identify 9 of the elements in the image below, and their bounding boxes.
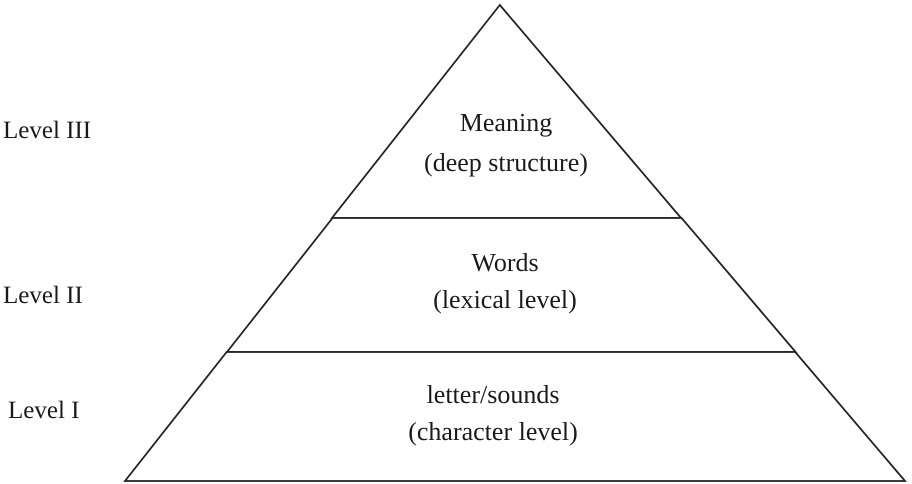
level-label: Level I: [8, 396, 80, 426]
tier-heading: Meaning: [460, 108, 552, 138]
level-label: Level III: [3, 116, 92, 146]
tier-description: (lexical level): [433, 285, 577, 315]
level-label: Level II: [3, 281, 83, 311]
tier-heading: Words: [471, 248, 539, 278]
tier-description: (character level): [408, 417, 578, 447]
tier-description: (deep structure): [424, 148, 588, 178]
tier-heading: letter/sounds: [426, 380, 560, 410]
